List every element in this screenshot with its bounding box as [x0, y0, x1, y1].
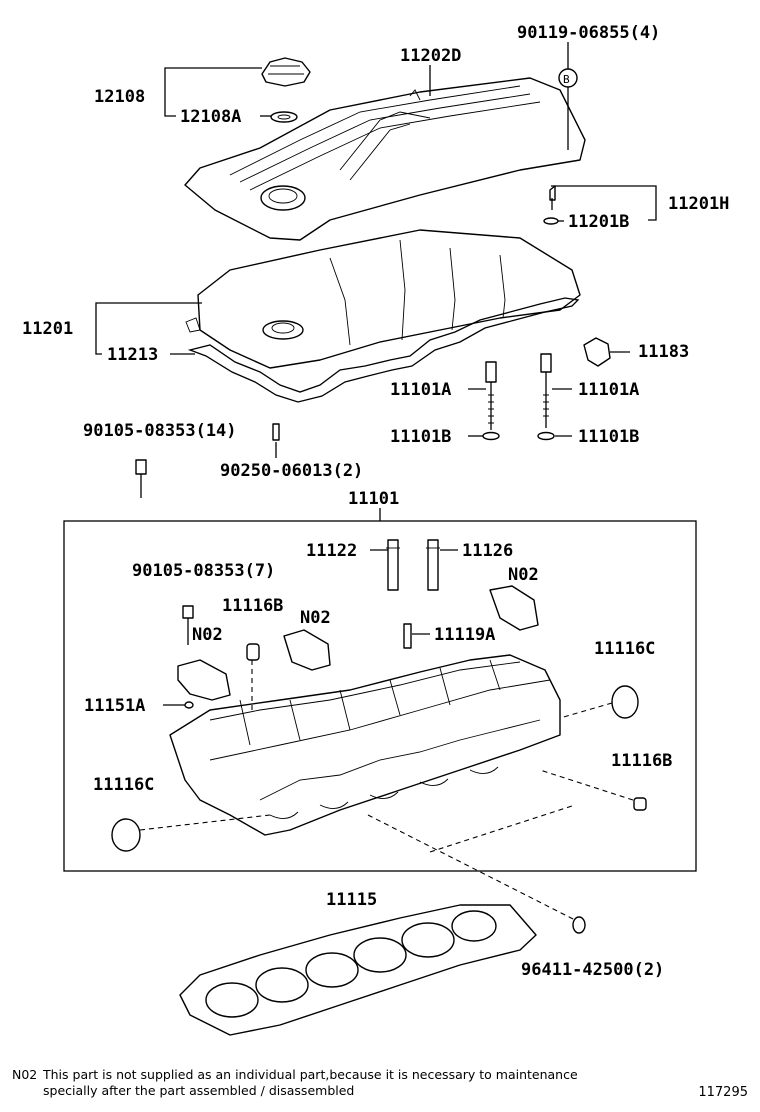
head-bolts-drawing	[482, 353, 555, 441]
label-90250-06013[interactable]: 90250-06013(2)	[220, 461, 363, 481]
label-11101b-right[interactable]: 11101B	[578, 427, 639, 447]
label-n02-middle[interactable]: N02	[300, 608, 331, 628]
label-11101b-left[interactable]: 11101B	[390, 427, 451, 447]
leader-lines	[95, 42, 657, 706]
note-code: N02	[12, 1067, 38, 1082]
cylinder-head-cover-upper-drawing	[184, 77, 586, 241]
plug-right-small-drawing	[633, 797, 647, 811]
head-gasket-drawing	[179, 904, 537, 1036]
label-11116c-left[interactable]: 11116C	[93, 775, 154, 795]
cam-bearing-caps-drawing	[177, 585, 539, 701]
gasket-pin-drawing	[572, 916, 586, 934]
small-plug-drawing	[184, 701, 194, 709]
label-11115[interactable]: 11115	[326, 890, 377, 910]
label-12108[interactable]: 12108	[94, 87, 145, 107]
label-11202d[interactable]: 11202D	[400, 46, 461, 66]
oil-filler-cap-drawing	[261, 57, 311, 123]
label-11116b-right[interactable]: 11116B	[611, 751, 672, 771]
label-11101[interactable]: 11101	[348, 489, 399, 509]
expansion-plug-right-drawing	[611, 685, 639, 719]
cover-bolt-and-pin-drawing	[135, 423, 280, 498]
label-11201[interactable]: 11201	[22, 319, 73, 339]
label-11151a[interactable]: 11151A	[84, 696, 145, 716]
note-line-1: This part is not supplied as an individu…	[43, 1067, 578, 1082]
label-11116c-right[interactable]: 11116C	[594, 639, 655, 659]
label-11201h[interactable]: 11201H	[668, 194, 729, 214]
label-12108a[interactable]: 12108A	[180, 107, 241, 127]
label-b: B	[563, 73, 570, 86]
label-96411-42500[interactable]: 96411-42500(2)	[521, 960, 664, 980]
cover-gasket-drawing	[187, 297, 580, 403]
label-11116b-top[interactable]: 11116B	[222, 596, 283, 616]
valve-guides-drawing	[386, 539, 440, 591]
label-90105-08353-7[interactable]: 90105-08353(7)	[132, 561, 275, 581]
expansion-plug-left-drawing	[111, 818, 141, 852]
figure-id: 117295	[698, 1085, 748, 1100]
dashed-assembly-lines	[139, 660, 634, 921]
label-11101a-left[interactable]: 11101A	[390, 380, 451, 400]
note-line-2: specially after the part assembled / dis…	[43, 1083, 355, 1098]
label-11101a-right[interactable]: 11101A	[578, 380, 639, 400]
half-moon-plug-drawing	[583, 337, 611, 367]
label-n02-right[interactable]: N02	[508, 565, 539, 585]
label-11213[interactable]: 11213	[107, 345, 158, 365]
plug-11116b-drawing	[246, 643, 260, 661]
cylinder-head-drawing	[169, 654, 561, 836]
part-number-labels: 90119-06855(4) 11202D 12108 12108A B 112…	[22, 23, 729, 980]
label-11201b[interactable]: 11201B	[568, 212, 629, 232]
label-11126[interactable]: 11126	[462, 541, 513, 561]
label-11122[interactable]: 11122	[306, 541, 357, 561]
label-11119a[interactable]: 11119A	[434, 625, 495, 645]
head-bolt-small-drawing	[182, 605, 194, 645]
cylinder-head-cover-drawing	[185, 229, 581, 369]
label-90105-08353-14[interactable]: 90105-08353(14)	[83, 421, 237, 441]
label-90119-06855[interactable]: 90119-06855(4)	[517, 23, 660, 43]
straight-pin-drawing	[403, 623, 412, 649]
label-11183[interactable]: 11183	[638, 342, 689, 362]
label-n02-left[interactable]: N02	[192, 625, 223, 645]
